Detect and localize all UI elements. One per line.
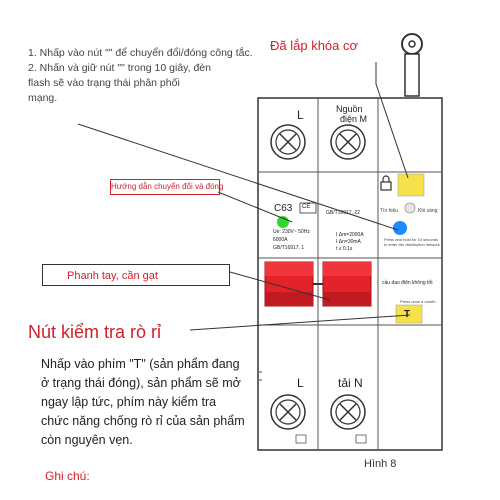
mechanical-lock	[401, 33, 423, 97]
instruction-line-1: 1. Nhấp vào nút "" để chuyển đổi/đóng cô…	[28, 47, 253, 59]
instruction-line-2: 2. Nhấn và giữ nút "" trong 10 giây, đèn	[28, 62, 211, 74]
test-button-label: T	[404, 309, 411, 320]
standard-mid: GB/T16917. 22	[326, 210, 360, 216]
signal-label: Tín hiệu	[380, 208, 399, 214]
top-label-line: điện M	[340, 114, 368, 124]
test-text-5: còn nguyên vẹn.	[41, 433, 133, 447]
handle-label-box: Phanh tay, cần gạt	[42, 264, 230, 286]
network-note: Press and hold for 10 seconds to enter t…	[384, 237, 440, 247]
key-label: Khi sáng	[418, 208, 438, 214]
handle-right[interactable]	[322, 261, 372, 307]
lock-indicator	[397, 173, 425, 197]
ce-mark: CE	[302, 204, 311, 210]
top-terminal-l	[270, 124, 306, 160]
breaker-label: cầu dao điện không tốt	[382, 280, 433, 286]
lock-label: Đã lắp khóa cơ	[270, 38, 359, 53]
callout-lines	[77, 62, 411, 331]
padlock-icon	[380, 175, 392, 191]
top-label-source: Nguồn	[336, 104, 363, 114]
bottom-label-n: tải N	[338, 376, 363, 390]
figure-caption: Hình 8	[364, 458, 397, 470]
breaking-label: 6000A	[273, 237, 288, 243]
test-text-2: ở trạng thái đóng), sản phẩm sẽ mở	[41, 376, 241, 390]
leak-rating-1: I Δm=2000A	[336, 232, 364, 238]
power-led-green	[277, 216, 289, 228]
guide-label: Hướng dẫn chuyển đổi và đóng	[111, 182, 224, 191]
bottom-terminal-n	[330, 394, 366, 430]
guide-label-box: Hướng dẫn chuyển đổi và đóng	[110, 179, 224, 195]
test-text-4: chức năng chống rò rỉ của sản phẩm	[41, 414, 245, 428]
test-text-3: ngay lập tức, phím này kiểm tra	[41, 395, 217, 409]
standard-left: GB/T16917. 1	[273, 245, 305, 251]
leak-rating-3: t ≤ 0.1s	[336, 246, 353, 252]
test-text-1: Nhấp vào phím "T" (sản phẩm đang	[41, 357, 240, 371]
top-terminal-n	[330, 124, 366, 160]
handle-label: Phanh tay, cần gạt	[67, 270, 158, 282]
status-led-white	[404, 202, 416, 214]
instruction-line-3: flash sẽ vào trạng thái phân phối	[28, 77, 180, 89]
ratings-label: Ue: 230V~ 50Hz	[273, 229, 310, 235]
test-button[interactable]	[395, 304, 423, 324]
note-label: Ghi chú:	[45, 469, 90, 483]
instruction-line-4: mạng.	[28, 92, 58, 104]
top-label-l: L	[297, 108, 304, 122]
model-label: C63	[274, 203, 293, 214]
test-heading: Nút kiểm tra rò rỉ	[28, 322, 162, 342]
bottom-terminal-l	[270, 394, 306, 430]
test-button-note: Press once a month	[400, 299, 436, 304]
leak-rating-2: I Δn=30mA	[336, 239, 361, 245]
config-button-blue[interactable]	[393, 221, 407, 235]
bottom-label-l: L	[297, 376, 304, 390]
